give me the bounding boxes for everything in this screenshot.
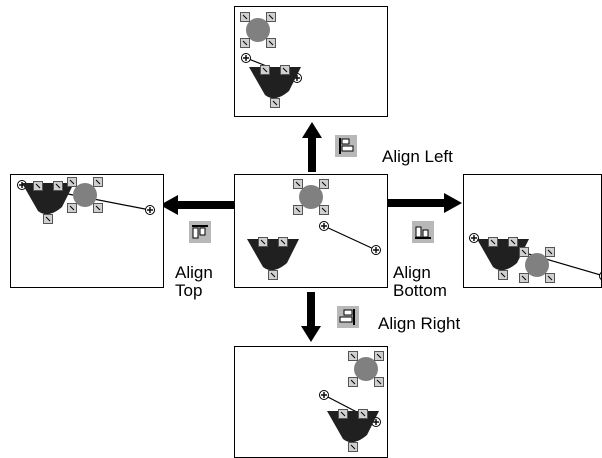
selection-handle — [519, 273, 529, 283]
line-end-handle — [319, 221, 329, 231]
align-top-label-line1: Align — [175, 263, 213, 282]
align-bottom-icon — [412, 221, 434, 243]
selection-handle — [266, 12, 276, 22]
selection-handle — [266, 38, 276, 48]
selection-handle — [270, 98, 280, 108]
selection-handle — [488, 237, 498, 247]
selection-handle — [358, 409, 368, 419]
left-arrow — [160, 195, 234, 215]
right-panel — [463, 174, 602, 288]
selection-handle — [67, 177, 77, 187]
right-arrow — [388, 193, 462, 213]
line-end-handle — [145, 205, 155, 215]
wedge-shape — [249, 67, 301, 99]
selection-handle — [338, 409, 348, 419]
selection-handle — [374, 351, 384, 361]
selection-handle — [508, 237, 518, 247]
selection-handle — [519, 247, 529, 257]
selection-handle — [93, 177, 103, 187]
circle-shape — [525, 253, 549, 277]
wedge-shape — [22, 183, 74, 215]
selection-handle — [260, 65, 270, 75]
connector-line — [323, 225, 377, 251]
selection-handle — [319, 179, 329, 189]
selection-handle — [293, 179, 303, 189]
selection-handle — [498, 270, 508, 280]
selection-handle — [53, 181, 63, 191]
align-bottom-label-line1: Align — [393, 263, 431, 282]
selection-handle — [43, 214, 53, 224]
selection-handle — [268, 270, 278, 280]
selection-handle — [348, 351, 358, 361]
selection-handle — [280, 65, 290, 75]
align-left-label: Align Left — [382, 147, 453, 166]
line-end-handle — [319, 390, 329, 400]
selection-handle — [93, 203, 103, 213]
selection-handle — [319, 205, 329, 215]
center-panel — [234, 174, 388, 288]
selection-handle — [67, 203, 77, 213]
selection-handle — [258, 237, 268, 247]
align-top-icon — [189, 221, 211, 243]
circle-shape — [246, 18, 270, 42]
align-bottom-label-line2: Bottom — [393, 281, 447, 300]
bottom-panel — [234, 346, 388, 458]
line-end-handle — [599, 272, 601, 280]
wedge-shape — [247, 239, 299, 271]
selection-handle — [348, 377, 358, 387]
down-arrow — [301, 292, 321, 342]
align-left-icon — [335, 135, 357, 157]
circle-shape — [299, 185, 323, 209]
selection-handle — [240, 38, 250, 48]
selection-handle — [374, 377, 384, 387]
left-panel — [10, 174, 164, 288]
selection-handle — [33, 181, 43, 191]
align-top-label-line2: Top — [175, 281, 203, 300]
selection-handle — [348, 442, 358, 452]
top-panel — [234, 6, 388, 117]
selection-handle — [278, 237, 288, 247]
wedge-shape — [327, 411, 379, 443]
circle-shape — [73, 183, 97, 207]
up-arrow — [302, 122, 322, 172]
align-right-icon — [337, 306, 359, 328]
line-end-handle — [241, 53, 251, 63]
line-end-handle — [371, 245, 381, 255]
selection-handle — [240, 12, 250, 22]
align-right-label: Align Right — [378, 314, 461, 333]
line-end-handle — [469, 233, 479, 243]
selection-handle — [293, 205, 303, 215]
circle-shape — [354, 357, 378, 381]
selection-handle — [545, 247, 555, 257]
selection-handle — [545, 273, 555, 283]
line-end-handle — [17, 180, 27, 190]
